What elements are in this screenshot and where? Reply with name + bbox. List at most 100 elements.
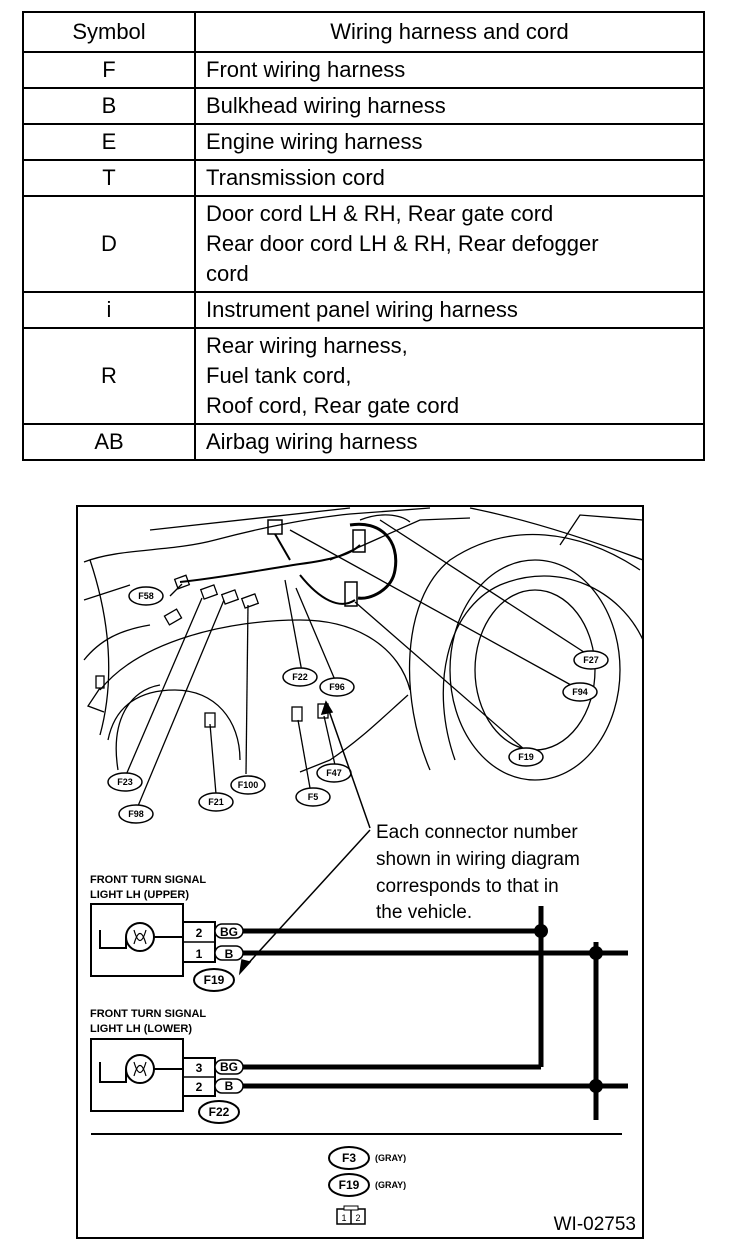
vehicle-connector-tag: F96	[319, 677, 355, 697]
harness-description-cell: Engine wiring harness	[194, 123, 705, 161]
connector-oval	[319, 677, 355, 697]
legend-pin-1: 1	[341, 1213, 346, 1223]
legend-item-2: F19 (GRAY)	[328, 1173, 406, 1197]
lower-pin-2: 2	[196, 1080, 203, 1094]
vehicle-connector-tag: F21	[198, 792, 234, 812]
legend-pin-layout: 1 2	[336, 1205, 366, 1225]
connector-oval	[230, 775, 266, 795]
vehicle-connector-code: F96	[329, 682, 345, 692]
connector-oval	[107, 772, 143, 792]
description-line: Transmission cord	[206, 165, 385, 190]
harness-column-header: Wiring harness and cord	[194, 11, 705, 53]
description-line: Fuel tank cord,	[206, 363, 352, 388]
note-line-1: Each connector number	[376, 822, 578, 843]
harness-description-cell: Transmission cord	[194, 159, 705, 197]
note-arrow	[238, 700, 371, 976]
description-line: Front wiring harness	[206, 57, 406, 82]
vehicle-connector-tag: F19	[508, 747, 544, 767]
lower-light-symbol	[90, 1038, 244, 1112]
bulb-icon	[133, 1061, 147, 1077]
bulb-icon	[133, 929, 147, 945]
legend-connector-1: F3	[342, 1151, 356, 1165]
legend-item-1: F3 (GRAY)	[328, 1146, 406, 1170]
table-row: F Front wiring harness	[22, 51, 705, 89]
vehicle-connector-code: F94	[572, 687, 588, 697]
lower-wire-2: B	[225, 1079, 234, 1093]
connector-oval	[128, 586, 164, 606]
vehicle-connector-code: F27	[583, 655, 599, 665]
lower-light-label-line-2: LIGHT LH (LOWER)	[90, 1023, 192, 1035]
connector-leader-lines	[125, 519, 591, 807]
description-line: cord	[206, 261, 249, 286]
vehicle-connector-code: F100	[238, 780, 259, 790]
description-line: Engine wiring harness	[206, 129, 423, 154]
vehicle-connector-tag: F94	[562, 682, 598, 702]
table-row: AB Airbag wiring harness	[22, 423, 705, 461]
symbol-cell: D	[22, 195, 196, 293]
lower-light-label-line-1: FRONT TURN SIGNAL	[90, 1008, 206, 1020]
vehicle-connector-tag: F22	[282, 667, 318, 687]
connector-oval	[562, 682, 598, 702]
legend-color-2: (GRAY)	[375, 1180, 406, 1190]
symbol-cell: B	[22, 87, 196, 125]
note-line-3: corresponds to that in	[376, 876, 559, 897]
description-line: Instrument panel wiring harness	[206, 297, 518, 322]
vehicle-illustration	[83, 507, 644, 781]
legend-connector-2: F19	[339, 1178, 360, 1192]
table-row: i Instrument panel wiring harness	[22, 291, 705, 329]
vehicle-connector-code: F47	[326, 768, 342, 778]
vehicle-connector-code: F98	[128, 809, 144, 819]
harness-description-cell: Rear wiring harness,Fuel tank cord,Roof …	[194, 327, 705, 425]
upper-wire-1: BG	[220, 925, 238, 939]
symbol-cell: E	[22, 123, 196, 161]
symbol-cell: F	[22, 51, 196, 89]
lower-connector-tag	[198, 1100, 240, 1124]
figure-frame	[76, 505, 644, 1239]
vehicle-connector-code: F22	[292, 672, 308, 682]
upper-connector-tag	[193, 968, 235, 992]
vehicle-connector-code: F5	[308, 792, 319, 802]
lower-connector-code: F22	[209, 1105, 230, 1119]
vehicle-connector-tag: F5	[295, 787, 331, 807]
harness-description-cell: Front wiring harness	[194, 51, 705, 89]
legend-pin-2: 2	[355, 1213, 360, 1223]
description-line: Airbag wiring harness	[206, 429, 418, 454]
vehicle-connector-tag: F58	[128, 586, 164, 606]
description-line: Bulkhead wiring harness	[206, 93, 446, 118]
symbol-cell: T	[22, 159, 196, 197]
symbol-cell: i	[22, 291, 196, 329]
connector-oval	[282, 667, 318, 687]
vehicle-connector-tag: F27	[573, 650, 609, 670]
upper-connector-code: F19	[204, 973, 225, 987]
description-line: Roof cord, Rear gate cord	[206, 393, 460, 418]
vehicle-connector-code: F21	[208, 797, 224, 807]
upper-light-symbol	[90, 903, 244, 977]
note-line-2: shown in wiring diagram	[376, 849, 580, 870]
vehicle-connector-tag: F23	[107, 772, 143, 792]
connector-oval	[508, 747, 544, 767]
connector-oval	[198, 792, 234, 812]
symbol-cell: AB	[22, 423, 196, 461]
lower-wire-1: BG	[220, 1060, 238, 1074]
wiring-lines	[243, 906, 628, 1120]
description-line: Rear door cord LH & RH, Rear defogger	[206, 231, 599, 256]
connector-oval	[118, 804, 154, 824]
harness-description-cell: Bulkhead wiring harness	[194, 87, 705, 125]
splice-points	[534, 924, 603, 1093]
vehicle-connector-code: F23	[117, 777, 133, 787]
symbol-cell: R	[22, 327, 196, 425]
upper-pin-1: 2	[196, 926, 203, 940]
table-row: E Engine wiring harness	[22, 123, 705, 161]
vehicle-connector-code: F58	[138, 591, 154, 601]
vehicle-connector-tag: F47	[316, 763, 352, 783]
harness-description-cell: Instrument panel wiring harness	[194, 291, 705, 329]
note-line-4: the vehicle.	[376, 902, 472, 923]
legend-color-1: (GRAY)	[375, 1153, 406, 1163]
figure-code: WI-02753	[554, 1214, 636, 1235]
vehicle-connector-tag: F98	[118, 804, 154, 824]
